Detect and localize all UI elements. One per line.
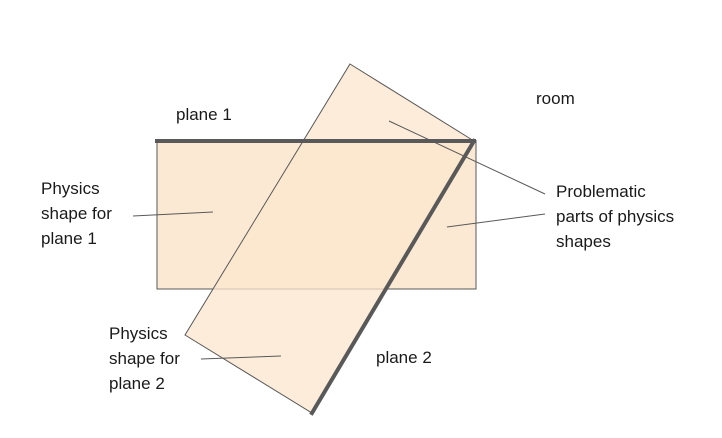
physics-shape-plane-1-label: Physics shape for plane 1 bbox=[41, 176, 112, 251]
physics-shape-plane-1-line-3: plane 1 bbox=[41, 229, 97, 248]
leader-line-physics-plane-1 bbox=[132, 211, 214, 217]
room-label: room bbox=[536, 86, 575, 111]
plane-1-label-text: plane 1 bbox=[176, 105, 232, 124]
room-label-text: room bbox=[536, 89, 575, 108]
physics-shape-plane-1-line-2: shape for bbox=[41, 204, 112, 223]
leader-line-problematic-right bbox=[446, 213, 546, 228]
plane-1-label: plane 1 bbox=[176, 102, 232, 127]
leader-line-physics-plane-2 bbox=[200, 355, 282, 360]
problematic-line-2: parts of physics bbox=[556, 207, 675, 226]
plane-2-label: plane 2 bbox=[376, 345, 432, 370]
physics-shape-plane-2-line-3: plane 2 bbox=[109, 374, 165, 393]
plane-2-label-text: plane 2 bbox=[376, 348, 432, 367]
problematic-parts-label: Problematic parts of physics shapes bbox=[556, 179, 674, 254]
physics-shape-plane-1-line-1: Physics bbox=[41, 179, 100, 198]
leader-line-problematic-top bbox=[388, 120, 546, 195]
physics-shape-plane-2-line-1: Physics bbox=[109, 324, 168, 343]
physics-shape-plane-2-line-2: shape for bbox=[109, 349, 180, 368]
plane-2-line bbox=[309, 138, 477, 416]
problematic-line-3: shapes bbox=[556, 232, 611, 251]
problematic-line-1: Problematic bbox=[556, 182, 646, 201]
physics-shape-plane-2-label: Physics shape for plane 2 bbox=[109, 321, 180, 396]
